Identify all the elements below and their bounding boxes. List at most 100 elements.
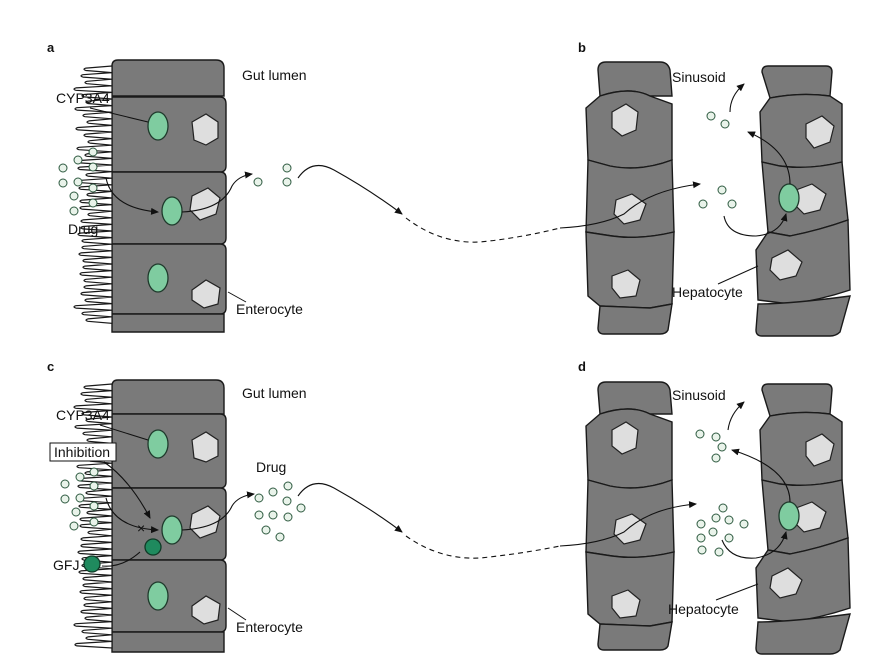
drug-molecule	[718, 503, 728, 513]
drug-molecule	[71, 507, 81, 517]
drug-molecule	[296, 503, 306, 513]
drug-molecule	[58, 163, 68, 173]
cyp3a4-leader	[99, 424, 149, 441]
drug-molecule	[60, 479, 70, 489]
drug-molecule	[60, 494, 70, 504]
villi	[73, 65, 113, 325]
sinusoid-label: Sinusoid	[672, 69, 726, 85]
drug-molecule	[282, 177, 292, 187]
nucleus	[189, 505, 221, 539]
hepatocyte-cell	[597, 621, 673, 651]
villus-border	[73, 65, 113, 325]
hepatocyte-efflux-arrow	[747, 131, 791, 185]
hepatocyte-cell	[761, 383, 833, 417]
drug-molecule	[69, 521, 79, 531]
nucleus	[805, 115, 835, 149]
drug-molecule	[711, 453, 721, 463]
hepatocyte-uptake-arrow	[721, 531, 788, 559]
enterocyte-label: Enterocyte	[236, 301, 303, 317]
drug-molecule	[724, 515, 734, 525]
drug-molecule	[695, 429, 705, 439]
drug-molecule	[696, 519, 706, 529]
drug-molecule	[283, 512, 293, 522]
nucleus	[191, 431, 219, 463]
portal-transport-dashed	[405, 535, 561, 559]
hepatocyte-leader	[715, 583, 759, 601]
drug-molecule	[282, 163, 292, 173]
villi	[73, 383, 113, 649]
drug-molecule	[69, 206, 79, 216]
enterocyte-column	[73, 379, 227, 653]
hepatocyte-uptake-arrow	[723, 213, 788, 237]
cyp3a4-label: CYP3A4	[56, 407, 110, 423]
nucleus	[769, 249, 803, 281]
drug-cluster	[58, 147, 98, 216]
hepatocyte-cell	[761, 65, 833, 99]
hepatocyte-cell	[755, 537, 851, 623]
drug-molecule	[283, 481, 293, 491]
nucleus	[611, 269, 641, 299]
hepatocyte-label: Hepatocyte	[672, 284, 743, 300]
sinusoid-exit-arrow	[727, 401, 745, 431]
nucleus	[189, 187, 221, 221]
gut-lumen-label: Gut lumen	[242, 385, 307, 401]
drug-molecule	[88, 162, 98, 172]
nucleus	[191, 595, 221, 625]
inhibition-box	[49, 442, 117, 462]
enterocyte-cell	[111, 379, 225, 415]
cyp3a4-enzyme	[778, 183, 800, 213]
inhibition-label: Inhibition	[54, 444, 110, 460]
drug-molecule	[708, 527, 718, 537]
cyp3a4-enzyme	[147, 111, 169, 141]
drug-molecule	[739, 519, 749, 529]
cyp3a4-enzyme	[147, 581, 169, 611]
panel-d: d Sinusoid Hepatocyte	[559, 359, 851, 655]
enterocyte-cell	[111, 59, 225, 97]
drug-to-cyp3a4-arrow	[105, 177, 159, 215]
hepatocyte-efflux-arrow	[731, 448, 791, 503]
drug-molecule	[73, 177, 83, 187]
hepatocyte-cell	[597, 303, 673, 335]
cyp3a4-enzyme	[161, 515, 183, 545]
portal-transport-dashed	[405, 217, 561, 243]
drug-molecule	[696, 533, 706, 543]
enterocyte-leader	[227, 607, 247, 621]
nucleus	[611, 589, 641, 619]
drug-molecule	[88, 183, 98, 193]
drug-molecule	[697, 545, 707, 555]
drug-molecule	[89, 517, 99, 527]
enterocyte-leader	[227, 291, 247, 303]
portal-entry-arrow	[559, 181, 701, 229]
drug-label: Drug	[256, 459, 286, 475]
portal-transport-arrow	[297, 164, 403, 215]
drug-molecule	[717, 185, 727, 195]
panel-a: a Gut lumen CYP3A4 Drug Enterocyte	[47, 40, 561, 333]
panel-letter-d: d	[578, 359, 586, 374]
hepatocyte-cell	[755, 295, 851, 337]
drug-molecule	[75, 472, 85, 482]
drug-molecule	[75, 493, 85, 503]
drug-molecule	[714, 547, 724, 557]
drug-molecule	[88, 198, 98, 208]
panel-letter-c: c	[47, 359, 54, 374]
drug-molecule	[268, 487, 278, 497]
drug-molecule	[268, 510, 278, 520]
sinusoid-label: Sinusoid	[672, 387, 726, 403]
gut-lumen-label: Gut lumen	[242, 67, 307, 83]
nucleus	[805, 433, 835, 467]
drug-molecule	[73, 155, 83, 165]
cyp3a4-enzyme	[161, 196, 183, 226]
drug-molecule	[254, 493, 264, 503]
hepatocyte-cell	[755, 613, 851, 655]
drug-molecule	[275, 532, 285, 542]
drug-exit-enterocyte-arrow	[181, 491, 255, 531]
inhibition-x-mark: ×	[137, 520, 145, 536]
drug-molecule	[254, 510, 264, 520]
drug-cluster	[60, 467, 99, 531]
drug-molecule	[69, 191, 79, 201]
drug-molecule	[88, 147, 98, 157]
drug-molecule	[282, 496, 292, 506]
sinusoid-exit-arrow	[729, 83, 745, 113]
gfj-molecule	[83, 555, 101, 573]
